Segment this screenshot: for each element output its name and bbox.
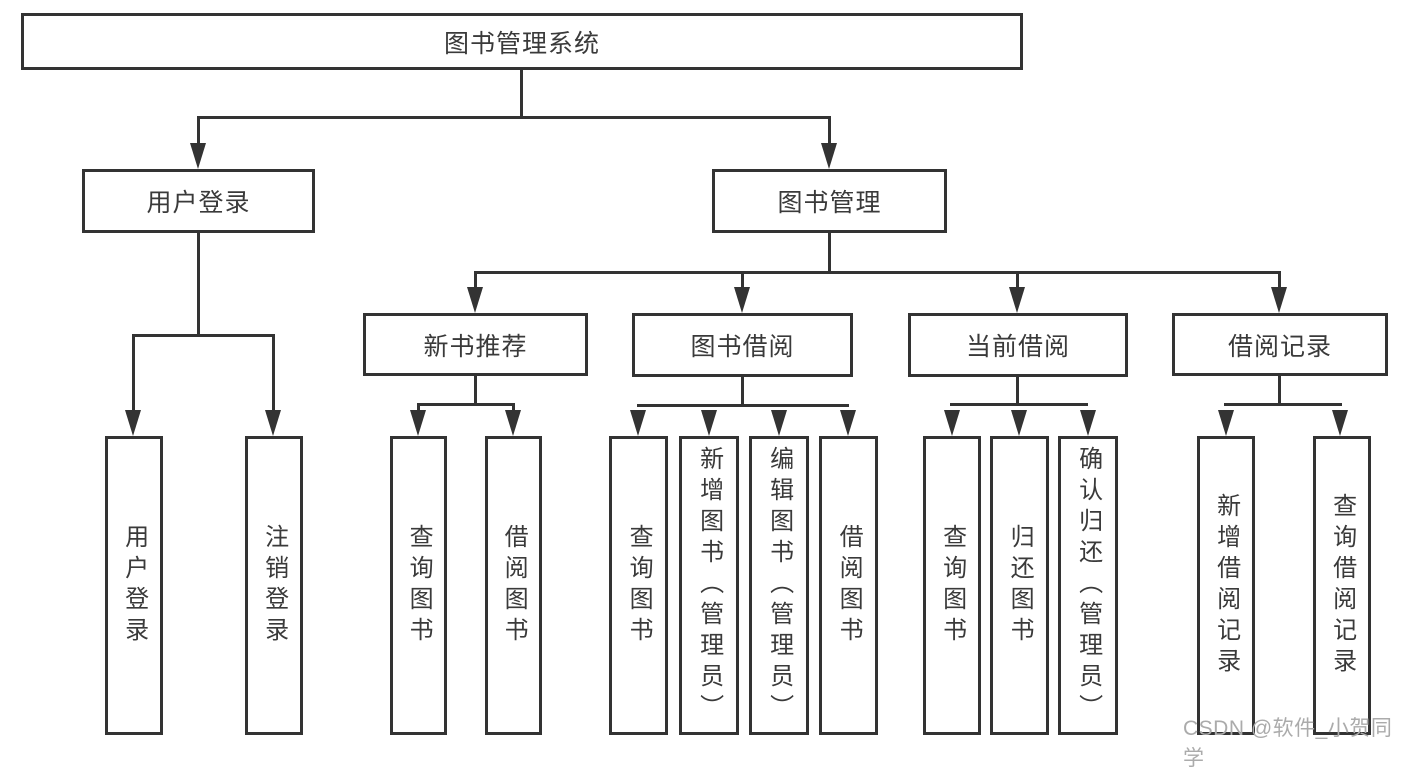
leaf-label: 用户登录: [120, 523, 148, 648]
connector-new-book-branch: [417, 403, 515, 406]
connector-stem-leaf: [512, 405, 515, 413]
node-label: 图书管理: [777, 189, 882, 217]
leaf-label: 借阅图书: [500, 523, 528, 648]
node-label: 借阅记录: [1227, 332, 1332, 361]
connector-stem-current-borrow: [1016, 273, 1019, 289]
watermark: CSDN @软件_小贺同学: [1183, 717, 1393, 770]
connector-book-management-stem: [828, 233, 831, 273]
connector-book-borrow-stem: [741, 377, 744, 405]
arrowhead-current-borrow: [1009, 287, 1025, 313]
leaf-label: 查询图书: [938, 523, 966, 648]
node-label: 新书推荐: [423, 332, 528, 361]
connector-stem-new-book: [474, 273, 477, 289]
leaf-label: 注销登录: [260, 523, 288, 648]
connector-current-borrow-branch: [950, 403, 1088, 406]
node-label: 图书借阅: [690, 333, 795, 361]
connector-root-branch: [197, 116, 831, 119]
leaf-query-books-current: 查询图书: [923, 436, 981, 735]
leaf-confirm-return-admin: 确认归还（管理员）: [1058, 436, 1118, 735]
leaf-label: 编辑图书（管理员）: [765, 446, 793, 725]
leaf-label: 确认归还（管理员）: [1074, 446, 1102, 725]
arrowhead-leaf-add-book: [701, 410, 717, 436]
leaf-add-borrow-record: 新增借阅记录: [1197, 436, 1255, 735]
connector-user-login-stem: [197, 233, 200, 337]
leaf-borrow-books-recommend: 借阅图书: [485, 436, 542, 735]
arrowhead-leaf-return: [1011, 410, 1027, 436]
connector-new-book-stem: [474, 376, 477, 405]
leaf-query-borrow-record: 查询借阅记录: [1313, 436, 1371, 735]
diagram-canvas: 图书管理系统 用户登录 图书管理 新书推荐 图书借阅 当前借阅 借阅记录 用户登…: [21, 13, 1392, 770]
connector-current-borrow-stem: [1016, 377, 1019, 405]
arrowhead-leaf-query-record: [1332, 410, 1348, 436]
connector-stem-borrow-records: [1278, 273, 1281, 289]
arrowhead-leaf-query-1: [410, 410, 426, 436]
node-user-login: 用户登录: [82, 169, 315, 233]
connector-user-login-branch: [132, 334, 275, 337]
leaf-logout-login: 注销登录: [245, 436, 303, 735]
arrowhead-book-borrow: [734, 287, 750, 313]
node-new-book-recommend: 新书推荐: [363, 313, 588, 376]
arrowhead-leaf-borrow-2: [840, 410, 856, 436]
arrowhead-leaf-edit-book: [771, 410, 787, 436]
leaf-query-books-borrow: 查询图书: [609, 436, 668, 735]
arrowhead-new-book: [467, 287, 483, 313]
connector-stem-leaf-login: [132, 336, 135, 414]
leaf-add-book-admin: 新增图书（管理员）: [679, 436, 739, 735]
connector-root-stem: [520, 69, 523, 117]
connector-stem-leaf-logout: [272, 336, 275, 414]
node-label: 当前借阅: [965, 333, 1070, 361]
connector-borrow-records-stem: [1278, 376, 1281, 405]
arrowhead-leaf-query-3: [944, 410, 960, 436]
node-label: 用户登录: [146, 189, 251, 217]
arrowhead-leaf-query-2: [630, 410, 646, 436]
connector-book-management-branch: [474, 271, 1281, 274]
arrowhead-leaf-confirm-return: [1080, 410, 1096, 436]
arrowhead-book-management: [821, 143, 837, 169]
leaf-label: 查询图书: [405, 523, 433, 648]
leaf-borrow-books-2: 借阅图书: [819, 436, 878, 735]
node-book-borrow: 图书借阅: [632, 313, 853, 377]
leaf-label: 归还图书: [1006, 523, 1034, 648]
connector-book-borrow-branch: [637, 404, 849, 407]
node-label: 图书管理系统: [443, 29, 600, 58]
leaf-label: 查询图书: [625, 523, 653, 648]
node-library-system: 图书管理系统: [21, 13, 1023, 70]
connector-borrow-records-branch: [1224, 403, 1342, 406]
connector-stem-book-borrow: [741, 273, 744, 289]
node-borrow-records: 借阅记录: [1172, 313, 1388, 376]
connector-stem-book-management: [828, 118, 831, 147]
connector-stem-user-login: [197, 118, 200, 147]
node-current-borrow: 当前借阅: [908, 313, 1128, 377]
leaf-query-books-recommend: 查询图书: [390, 436, 447, 735]
arrowhead-user-login: [190, 143, 206, 169]
leaf-label: 新增图书（管理员）: [695, 446, 723, 725]
leaf-label: 借阅图书: [835, 523, 863, 648]
arrowhead-leaf-login: [125, 410, 141, 436]
arrowhead-leaf-borrow-1: [505, 410, 521, 436]
leaf-label: 新增借阅记录: [1212, 492, 1240, 679]
connector-stem-leaf: [417, 405, 420, 413]
leaf-label: 查询借阅记录: [1328, 492, 1356, 679]
leaf-edit-book-admin: 编辑图书（管理员）: [749, 436, 809, 735]
arrowhead-leaf-logout: [265, 410, 281, 436]
arrowhead-leaf-add-record: [1218, 410, 1234, 436]
arrowhead-borrow-records: [1271, 287, 1287, 313]
node-book-management: 图书管理: [712, 169, 947, 233]
leaf-return-book: 归还图书: [990, 436, 1049, 735]
leaf-user-login: 用户登录: [105, 436, 163, 735]
